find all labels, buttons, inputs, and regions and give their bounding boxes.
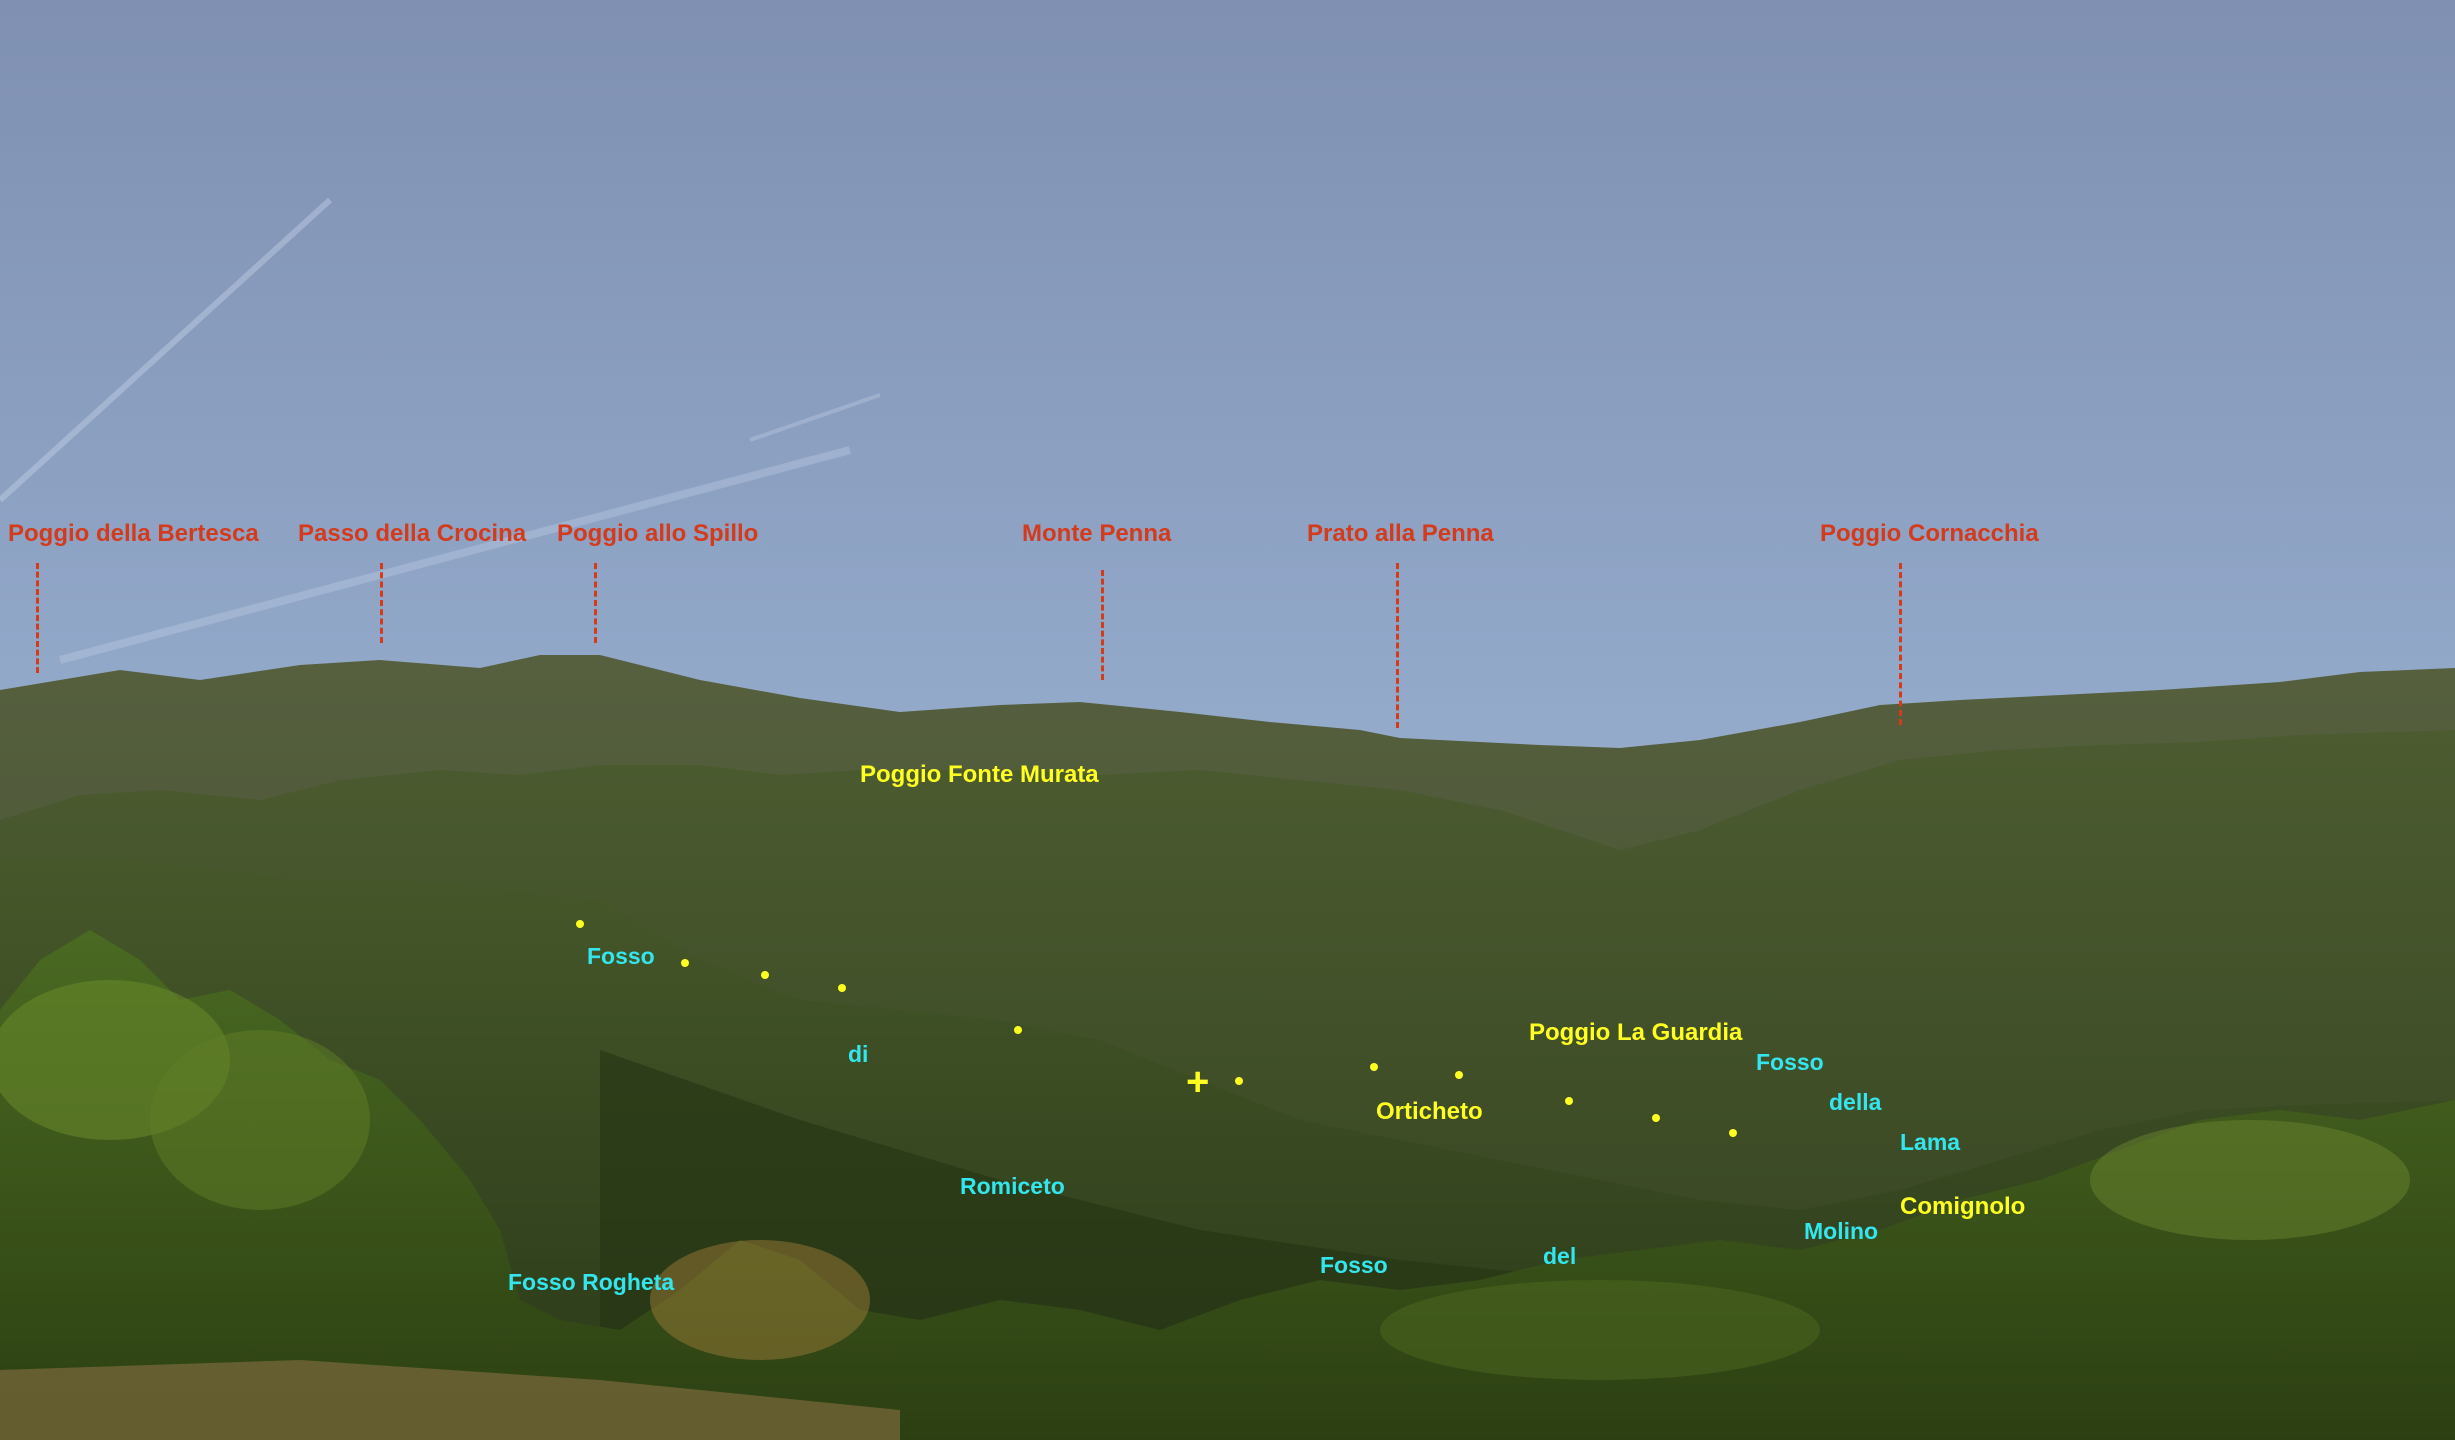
peak-label-penna: Monte Penna: [1022, 520, 1172, 547]
peak-marker-cornacchia: [1899, 563, 1902, 725]
stream-label-della: della: [1829, 1089, 1882, 1115]
peak-label-bertesca: Poggio della Bertesca: [8, 520, 259, 547]
trail-dot: [1729, 1129, 1737, 1137]
stream-label-fosso-rogheta: Fosso Rogheta: [508, 1269, 675, 1295]
stream-label-fosso-1: Fosso: [587, 943, 655, 969]
cross-icon: +: [1186, 1060, 1210, 1104]
place-label-la-guardia: Poggio La Guardia: [1529, 1019, 1743, 1046]
peak-marker-prato: [1396, 563, 1399, 728]
peak-marker-bertesca: [36, 563, 39, 673]
trail-dot: [1014, 1026, 1022, 1034]
stream-label-fosso-2: Fosso: [1320, 1252, 1388, 1278]
stream-label-lama: Lama: [1900, 1129, 1961, 1155]
peak-label-crocina: Passo della Crocina: [298, 520, 527, 547]
place-label-comignolo: Comignolo: [1900, 1193, 2026, 1220]
place-label-orticheto: Orticheto: [1376, 1098, 1483, 1125]
trail-dot: [1370, 1063, 1378, 1071]
stream-label-del: del: [1543, 1243, 1577, 1269]
trail-dot: [576, 920, 584, 928]
trail-dot: [761, 971, 769, 979]
peak-label-prato: Prato alla Penna: [1307, 520, 1494, 547]
peak-marker-penna: [1101, 570, 1104, 680]
peak-marker-crocina: [380, 563, 383, 643]
trail-dot: [1652, 1114, 1660, 1122]
trail-dot: [681, 959, 689, 967]
peak-label-cornacchia: Poggio Cornacchia: [1820, 520, 2039, 547]
stream-label-molino: Molino: [1804, 1218, 1879, 1244]
trail-dot: [1235, 1077, 1243, 1085]
place-label-fonte-murata: Poggio Fonte Murata: [860, 761, 1099, 788]
stream-label-di: di: [848, 1041, 869, 1067]
trail-dot: [1455, 1071, 1463, 1079]
stream-label-fosso-3: Fosso: [1756, 1049, 1824, 1075]
peak-marker-spillo: [594, 563, 597, 643]
trail-dot: [838, 984, 846, 992]
peak-label-spillo: Poggio allo Spillo: [557, 520, 759, 547]
stream-label-romiceto: Romiceto: [960, 1173, 1065, 1199]
trail-dot: [1565, 1097, 1573, 1105]
